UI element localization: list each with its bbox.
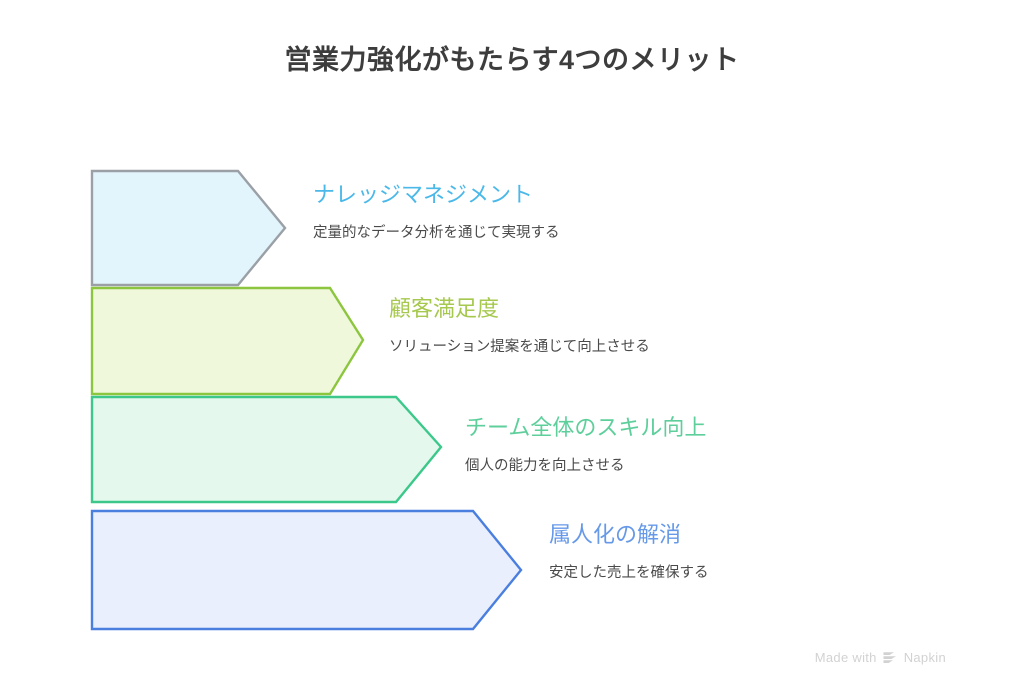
funnel-stage-description-4: 安定した売上を確保する <box>549 565 709 582</box>
page-title: 営業力強化がもたらす4つのメリット <box>284 45 740 75</box>
watermark-prefix-text: Made with <box>814 650 877 665</box>
funnel-stage-shape-1[interactable] <box>90 169 287 287</box>
funnel-stage-shape-2[interactable] <box>90 286 365 396</box>
funnel-stage-description-1: 定量的なデータ分析を通じて実現する <box>313 225 560 242</box>
funnel-stage-shape-4[interactable] <box>90 509 523 631</box>
napkin-watermark: Made with Napkin <box>815 650 946 665</box>
funnel-label-block-3: チーム全体のスキル向上 個人の能力を向上させる <box>465 415 706 476</box>
funnel-label-block-4: 属人化の解消 安定した売上を確保する <box>549 522 709 583</box>
funnel-stage-heading-4: 属人化の解消 <box>549 522 682 547</box>
funnel-stage-heading-2: 顧客満足度 <box>389 296 500 321</box>
funnel-stage-heading-1: ナレッジマネジメント <box>313 182 534 207</box>
funnel-stage-description-2: ソリューション提案を通じて向上させる <box>389 339 650 356</box>
funnel-stage-heading-3: チーム全体のスキル向上 <box>465 415 707 440</box>
funnel-stage-description-3: 個人の能力を向上させる <box>465 458 625 475</box>
funnel-label-block-2: 顧客満足度 ソリューション提案を通じて向上させる <box>389 296 650 357</box>
funnel-stage-shape-3[interactable] <box>90 395 443 504</box>
watermark-brand-text: Napkin <box>903 650 946 665</box>
funnel-label-block-1: ナレッジマネジメント 定量的なデータ分析を通じて実現する <box>313 182 560 243</box>
napkin-logo-icon <box>883 651 898 665</box>
